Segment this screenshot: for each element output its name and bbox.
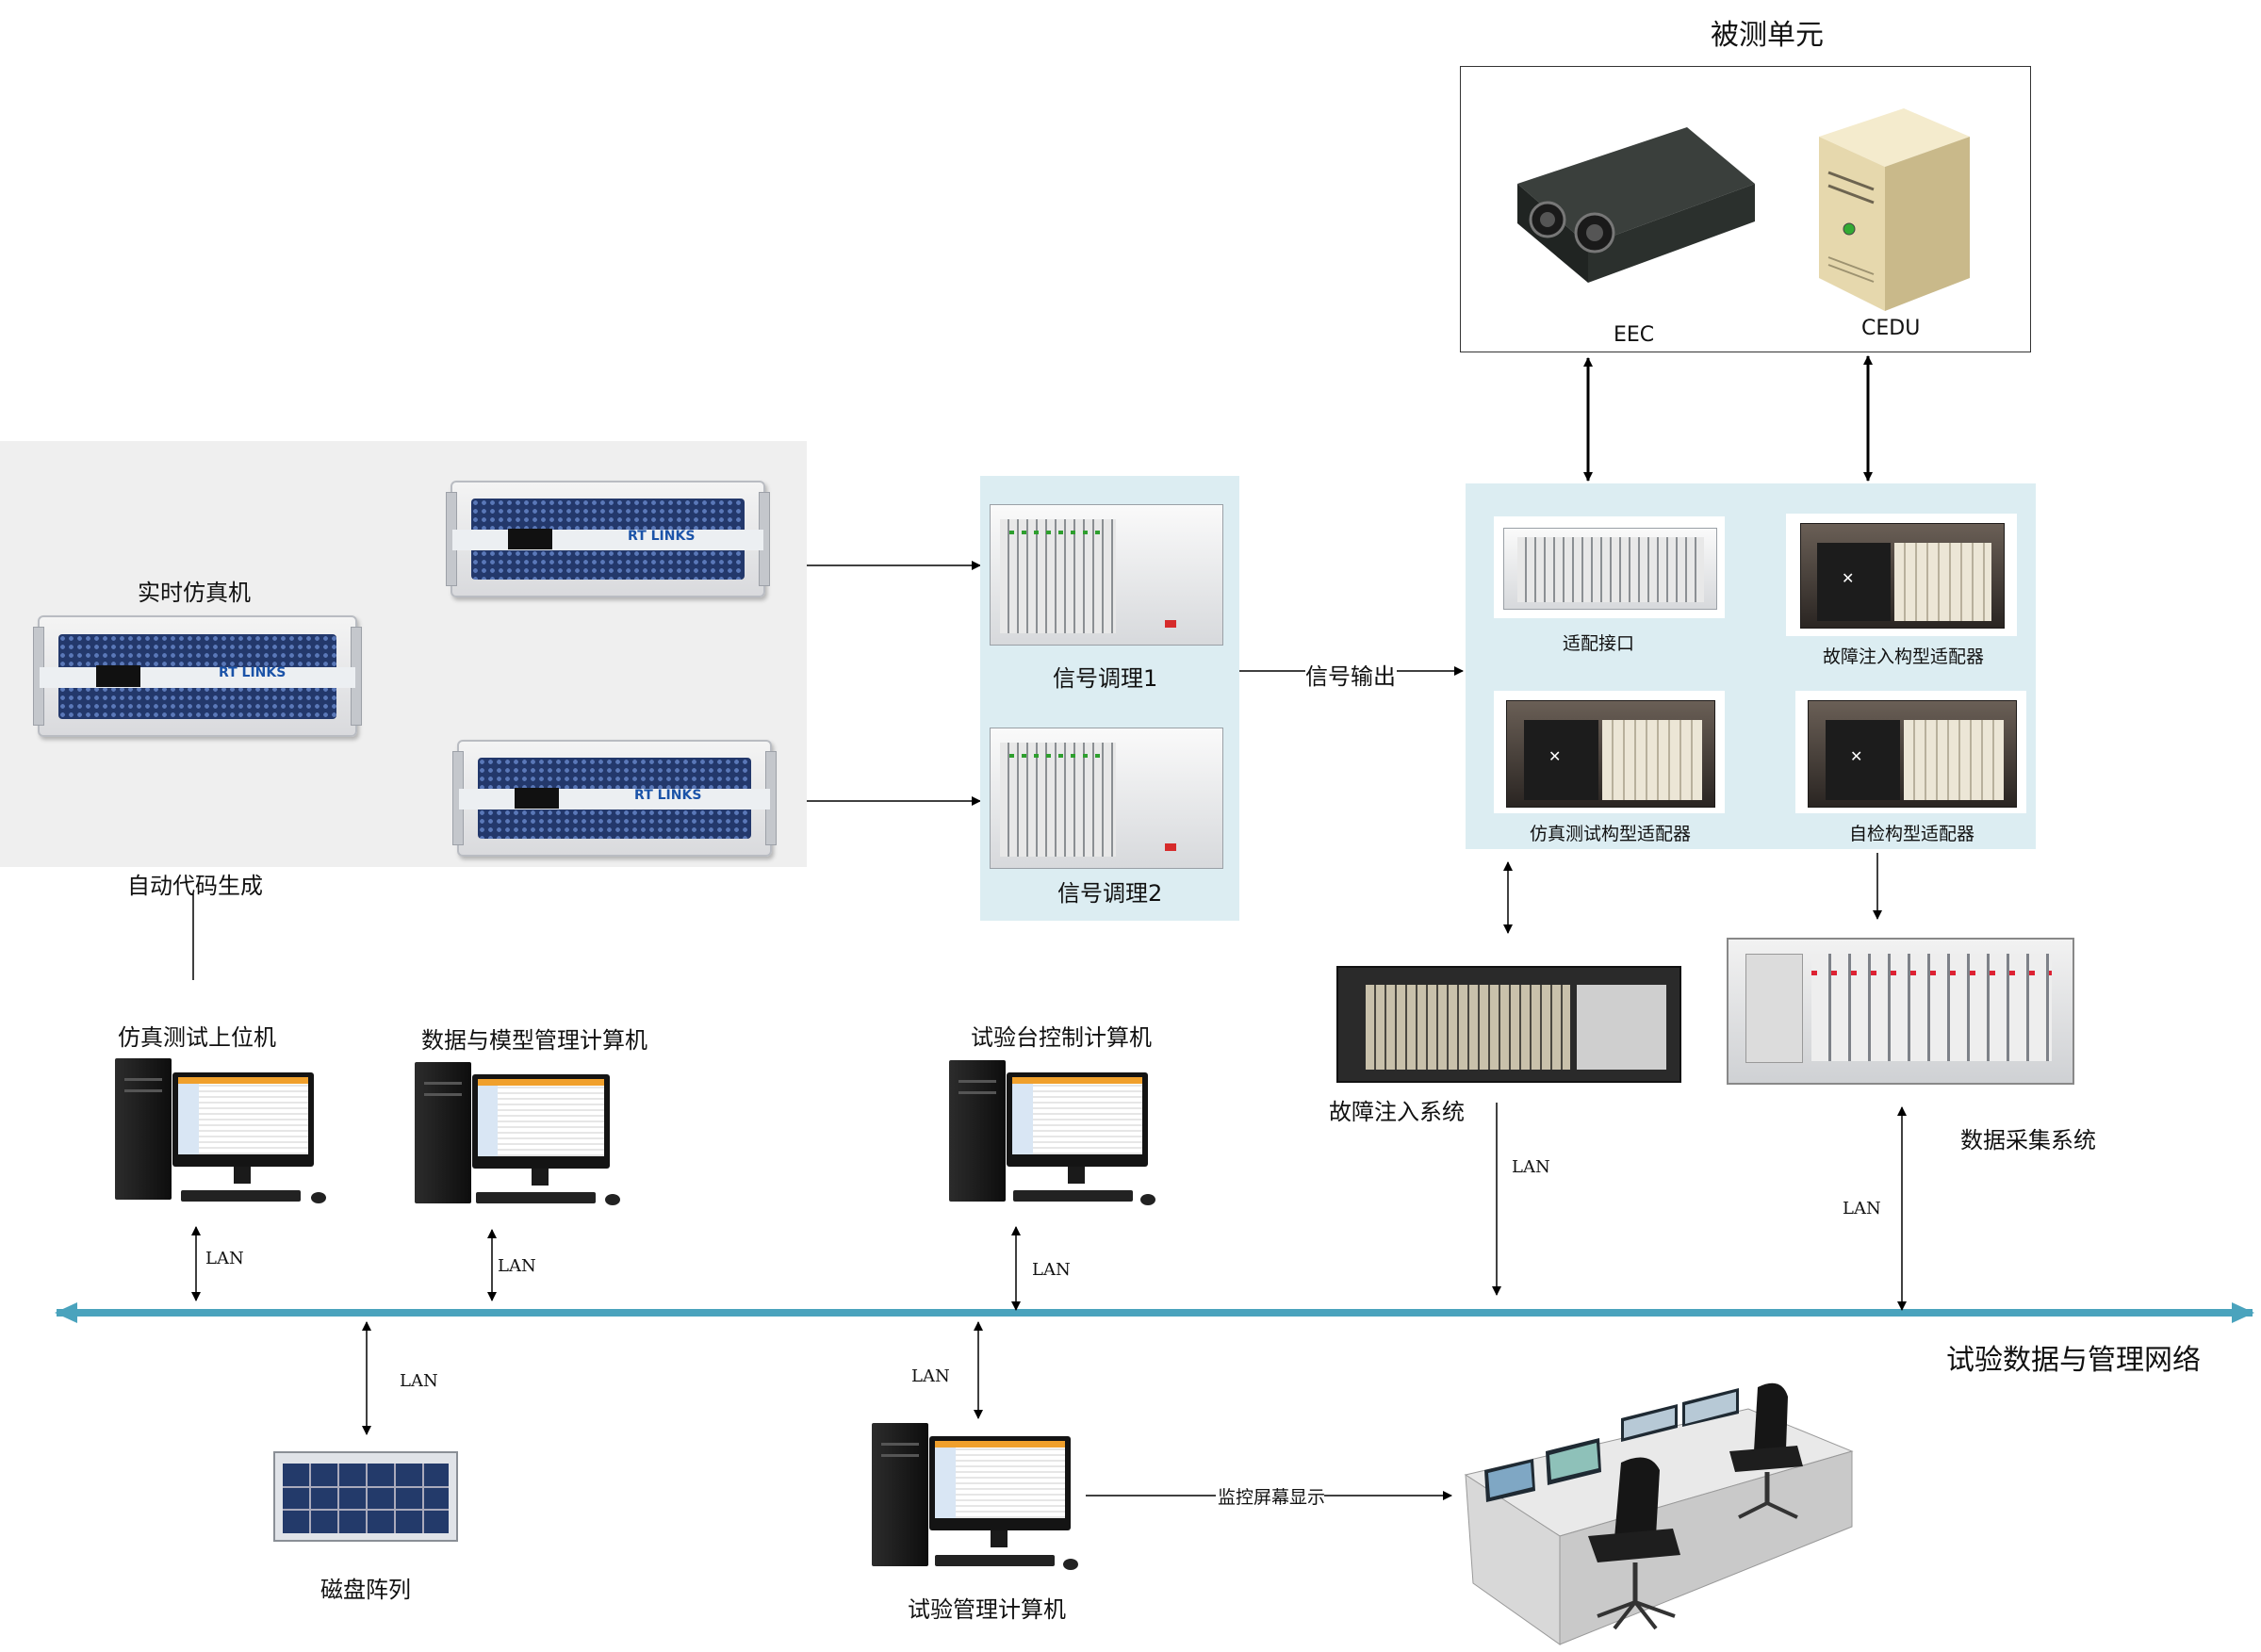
disk-array-label: 磁盘阵列 [320,1577,411,1603]
network-name-label: 试验数据与管理网络 [1946,1344,2201,1377]
simtest-host-monitor [172,1072,314,1167]
cedu-device-image [1819,108,1970,311]
sim-rack-bottom: RT LINKS [452,740,777,857]
control-console-image [1464,1382,1854,1645]
eec-device-image [1517,127,1755,283]
bench-control-monitor [1007,1072,1148,1167]
autocode-label: 自动代码生成 [127,873,263,899]
fault-injection-system-image [1336,966,1681,1083]
uut-title: 被测单元 [1711,19,1824,52]
signal-output-label: 信号输出 [1305,663,1396,690]
selfcheck-adapter-image: ✕ [1808,700,2017,808]
lan-label: LAN [1512,1157,1550,1177]
sim-rack-top: RT LINKS [446,481,770,597]
adapter-interface-label: 适配接口 [1563,633,1635,654]
monitor-display-label: 监控屏幕显示 [1218,1487,1326,1508]
eec-label: EEC [1614,323,1655,347]
fault-adapter-label: 故障注入构型适配器 [1823,646,1985,667]
fault-injection-system-label: 故障注入系统 [1329,1099,1465,1125]
data-model-label: 数据与模型管理计算机 [421,1027,647,1054]
lan-label: LAN [1032,1260,1071,1280]
lan-label: LAN [400,1371,438,1391]
test-mgmt-tower [872,1423,928,1566]
signal-conditioning-1-image [990,504,1223,646]
simtest-adapter-label: 仿真测试构型适配器 [1530,824,1692,844]
simtest-host-tower [115,1058,172,1200]
lan-label: LAN [498,1256,536,1276]
fault-adapter-image: ✕ [1800,523,2005,629]
uut-box [1460,66,2031,352]
test-mgmt-label: 试验管理计算机 [908,1596,1066,1623]
realtime-sim-rack: RT LINKS [33,615,362,737]
rack-logo: RT LINKS [218,665,287,681]
daq-system-image [1727,938,2074,1085]
signal-conditioning-1-label: 信号调理1 [1053,665,1158,692]
selfcheck-adapter-label: 自检构型适配器 [1849,824,1975,844]
signal-conditioning-2-image [990,728,1223,869]
rack-logo: RT LINKS [628,529,696,545]
lan-label: LAN [1843,1199,1881,1219]
data-model-monitor [472,1074,610,1169]
simtest-host-label: 仿真测试上位机 [118,1024,276,1051]
bench-control-label: 试验台控制计算机 [971,1024,1152,1051]
cedu-label: CEDU [1861,317,1921,340]
daq-system-label: 数据采集系统 [1960,1127,2096,1153]
lan-label: LAN [911,1366,950,1386]
realtime-sim-label: 实时仿真机 [138,580,251,606]
bench-control-tower [949,1060,1006,1202]
lan-label: LAN [205,1249,244,1268]
signal-conditioning-2-label: 信号调理2 [1057,880,1163,907]
adapter-interface-image [1503,528,1717,610]
test-mgmt-monitor [929,1436,1071,1530]
data-model-tower [415,1062,471,1203]
rack-logo: RT LINKS [634,788,702,804]
disk-array-image [273,1451,458,1542]
simtest-adapter-image: ✕ [1506,700,1715,808]
